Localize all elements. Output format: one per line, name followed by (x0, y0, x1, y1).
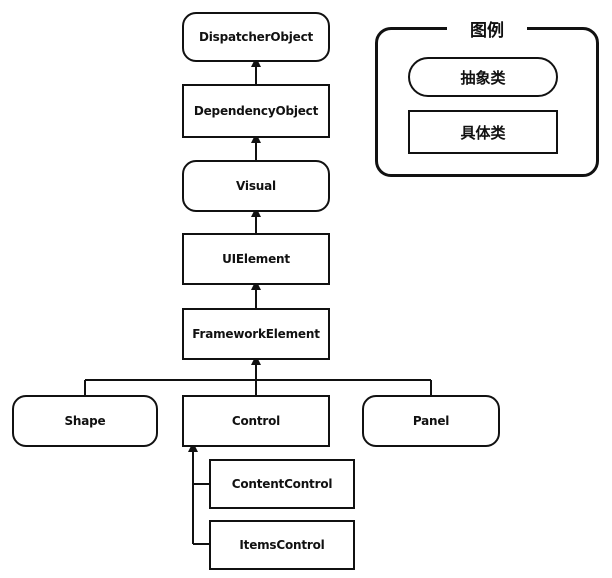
node-items-control: ItemsControl (209, 520, 355, 570)
legend-title: 图例 (447, 15, 527, 41)
node-panel: Panel (362, 395, 500, 447)
legend-frame (375, 27, 599, 177)
node-visual: Visual (182, 160, 330, 212)
node-dependency-object: DependencyObject (182, 84, 330, 138)
node-ui-element: UIElement (182, 233, 330, 285)
node-control: Control (182, 395, 330, 447)
legend-concrete-class: 具体类 (408, 110, 558, 154)
node-dispatcher-object: DispatcherObject (182, 12, 330, 62)
node-content-control: ContentControl (209, 459, 355, 509)
legend-abstract-class: 抽象类 (408, 57, 558, 97)
node-shape: Shape (12, 395, 158, 447)
node-framework-element: FrameworkElement (182, 308, 330, 360)
